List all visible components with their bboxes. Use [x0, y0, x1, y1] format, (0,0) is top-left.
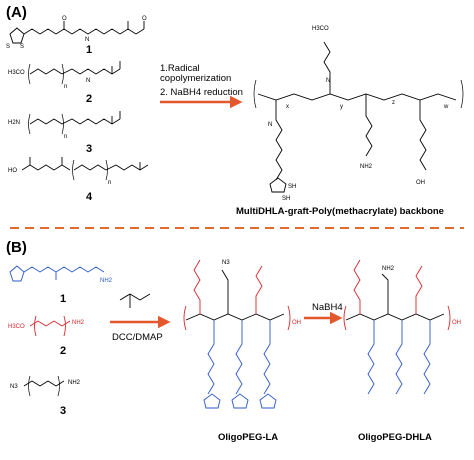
svg-text:x: x	[286, 104, 289, 110]
condition-step-1-continued: copolymerization	[160, 73, 231, 84]
svg-text:NH2: NH2	[100, 278, 113, 284]
svg-text:NH2: NH2	[68, 380, 81, 386]
compound-1-structure: S S O N O	[6, 16, 147, 50]
svg-text:SH: SH	[288, 184, 296, 190]
svg-text:HO: HO	[8, 168, 17, 174]
svg-text:O: O	[62, 16, 67, 22]
compound-b2-structure: H3CO NH2	[8, 315, 85, 337]
graft-copolymer-structure: x y z w H3CO N N SH SH NH2 OH	[253, 26, 464, 202]
svg-text:H3CO: H3CO	[312, 26, 329, 32]
svg-text:NH2: NH2	[72, 320, 85, 326]
compound-4-structure: HO n	[8, 157, 149, 186]
product-a-caption: MultiDHLA-graft-Poly(methacrylate) backb…	[236, 206, 444, 217]
compound-b1-number: 1	[60, 293, 66, 305]
acrylic-acid-reagent	[119, 293, 151, 308]
svg-text:w: w	[443, 104, 449, 110]
svg-text:N3: N3	[10, 384, 18, 390]
compound-1-number: 1	[86, 44, 92, 56]
svg-text:NH2: NH2	[360, 164, 373, 170]
svg-text:SH: SH	[282, 196, 290, 202]
svg-text:N: N	[326, 78, 330, 84]
panel-a-label: (A)	[6, 4, 27, 21]
panel-b-label: (B)	[6, 239, 27, 256]
intermediate-caption: OligoPEG-LA	[218, 432, 278, 443]
svg-text:y: y	[340, 104, 343, 110]
svg-text:H3CO: H3CO	[8, 324, 25, 330]
svg-text:N3: N3	[222, 260, 230, 266]
svg-text:N: N	[268, 122, 272, 128]
svg-text:n: n	[64, 84, 67, 90]
svg-text:NH2: NH2	[382, 266, 395, 272]
svg-text:OH: OH	[416, 180, 425, 186]
svg-text:S: S	[20, 44, 24, 50]
compound-3-structure: H2N n	[8, 111, 121, 140]
product-b-caption: OligoPEG-DHLA	[358, 432, 432, 443]
svg-text:H2N: H2N	[8, 120, 20, 126]
compound-3-number: 3	[86, 143, 92, 155]
coupling-reagent: DCC/DMAP	[112, 332, 163, 343]
compound-2-number: 2	[86, 93, 92, 105]
svg-text:n: n	[108, 180, 111, 186]
compound-2-structure: H3CO n N	[8, 61, 121, 90]
svg-text:n: n	[64, 134, 67, 140]
svg-text:z: z	[392, 100, 395, 106]
oligopeg-dhla-structure: NH2 OH	[343, 259, 461, 395]
svg-text:N: N	[85, 37, 89, 43]
compound-b1-structure: NH2	[9, 265, 113, 284]
compound-4-number: 4	[86, 191, 93, 203]
svg-text:N: N	[86, 78, 90, 84]
svg-text:S: S	[6, 44, 10, 50]
svg-text:OH: OH	[292, 320, 301, 326]
svg-text:H3CO: H3CO	[8, 70, 25, 76]
compound-b3-structure: N3 NH2	[10, 375, 81, 397]
svg-text:O: O	[142, 16, 147, 22]
condition-step-2: 2. NaBH4 reduction	[160, 87, 243, 98]
reduction-reagent: NaBH4	[312, 302, 343, 313]
compound-b2-number: 2	[60, 345, 66, 357]
svg-text:OH: OH	[452, 320, 461, 326]
compound-b3-number: 3	[60, 405, 66, 417]
condition-step-1: 1.Radical	[160, 63, 200, 74]
oligopeg-la-structure: N3 OH	[183, 259, 301, 409]
